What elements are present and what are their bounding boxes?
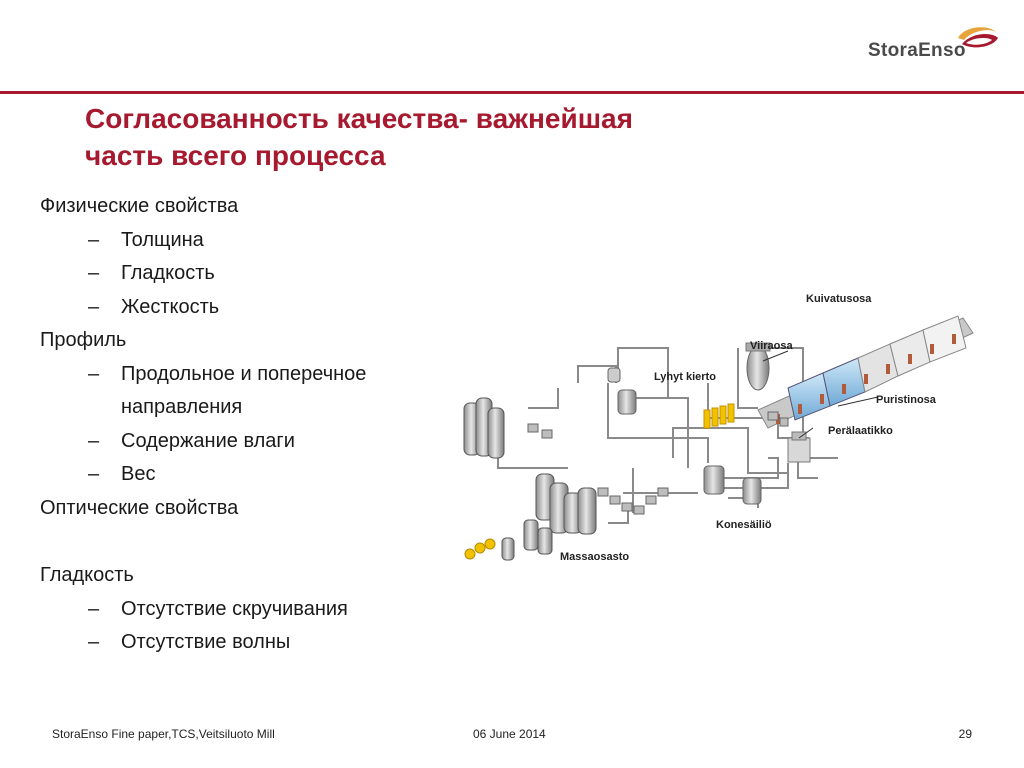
footer-date: 06 June 2014	[473, 727, 546, 741]
sub-bullet-md-cd: –Продольное и поперечное	[88, 362, 367, 385]
headbox	[787, 431, 811, 463]
pump-units	[527, 411, 789, 515]
header-rule	[0, 91, 1024, 94]
sub-bullet-weight: –Вес	[88, 463, 156, 485]
logo-wordmark: StoraEnso	[868, 40, 966, 61]
dryer-section	[757, 315, 974, 429]
storage-silos	[463, 397, 597, 561]
yellow-pumps	[464, 538, 496, 560]
sub-bullet-thickness: –Толщина	[88, 228, 204, 251]
sub-bullet-no-curl: –Отсутствие скручивания	[88, 597, 348, 620]
label-peralaatikko: Perälaatikko	[828, 425, 893, 437]
bullet-profile: Профиль	[40, 329, 127, 351]
label-leader-lines	[762, 350, 879, 439]
paper-mill-diagram: Kuivatusosa Viiraosa Lyhyt kierto Purist…	[458, 288, 983, 578]
sub-bullet-smoothness: –Гладкость	[88, 262, 215, 284]
label-konesailio: Konesäiliö	[716, 519, 772, 531]
label-lyhyt-kierto: Lyhyt kierto	[654, 371, 716, 383]
bullet-smoothness: Гладкость	[40, 564, 134, 586]
slide-title: Согласованность качества- важнейшая част…	[85, 100, 805, 174]
bullet-list: Физические свойства –Толщина –Гладкость …	[40, 190, 460, 660]
bullet-spacer	[40, 525, 460, 559]
paper-mill-illustration: Kuivatusosa Viiraosa Lyhyt kierto Purist…	[463, 293, 974, 563]
short-circulation-screens	[703, 403, 735, 429]
footer-source: StoraEnso Fine paper,TCS,Veitsiluoto Mil…	[52, 727, 275, 741]
sub-bullet-no-wave: –Отсутствие волны	[88, 631, 291, 653]
sub-bullet-moisture: –Содержание влаги	[88, 429, 295, 452]
machine-chest-tanks	[607, 367, 762, 505]
storaenso-swirl-icon	[958, 27, 998, 48]
label-puristinosa: Puristinosa	[876, 394, 937, 406]
label-kuivatusosa: Kuivatusosa	[806, 293, 872, 305]
bullet-physical: Физические свойства	[40, 195, 239, 217]
wire-section-drum	[745, 342, 771, 391]
sub-bullet-stiffness: –Жесткость	[88, 295, 220, 318]
sub-bullet-md-cd-continued: направления	[121, 396, 243, 418]
storaenso-logo: StoraEnso	[868, 22, 1003, 64]
title-line-2: часть всего процесса	[85, 140, 386, 171]
title-line-1: Согласованность качества- важнейшая	[85, 103, 633, 134]
bullet-optical: Оптические свойства	[40, 496, 239, 519]
label-massaosasto: Massaosasto	[560, 551, 629, 563]
label-viiraosa: Viiraosa	[750, 340, 793, 352]
footer-page-number: 29	[958, 727, 972, 741]
